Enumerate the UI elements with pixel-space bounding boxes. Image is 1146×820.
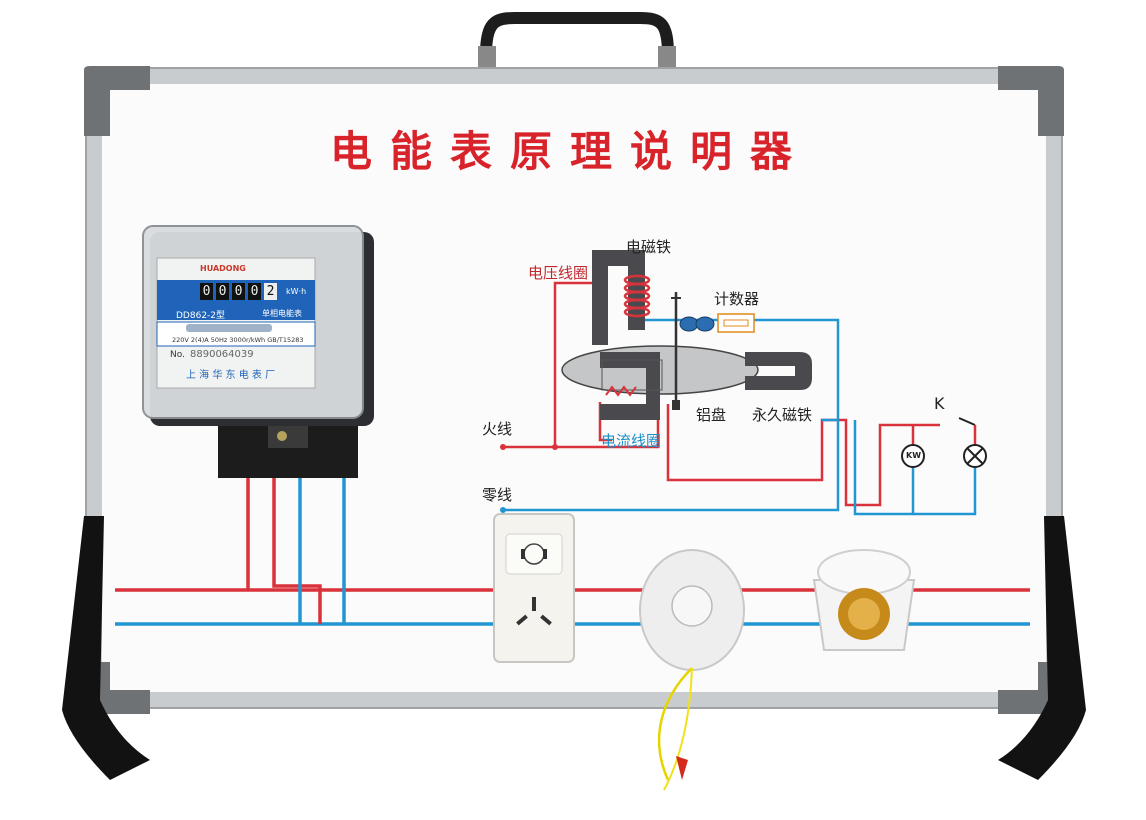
lamp-holder-shape bbox=[812, 549, 916, 651]
meter-digit: 2 bbox=[264, 283, 277, 300]
schematic-wires bbox=[500, 281, 977, 516]
label-electromagnet: 电磁铁 bbox=[626, 238, 672, 256]
pull-switch-shape bbox=[639, 549, 745, 791]
label-current-coil: 电流线圈 bbox=[601, 432, 662, 450]
meter-digit: 0 bbox=[232, 283, 245, 300]
carry-handle bbox=[478, 12, 676, 72]
board-title: 电能表原理说明器 bbox=[329, 127, 810, 176]
electromagnet-core bbox=[592, 250, 651, 345]
meter-model: DD862-2型 bbox=[176, 311, 226, 321]
lamp-symbol bbox=[963, 444, 987, 468]
meter-digit: 0 bbox=[200, 283, 213, 300]
label-switch-k: K bbox=[934, 394, 945, 413]
label-permanent-magnet: 永久磁铁 bbox=[752, 406, 813, 424]
electricity-meter bbox=[142, 225, 374, 478]
meter-manufacturer: 上 海 华 东 电 表 厂 bbox=[186, 370, 276, 381]
meter-unit: kW·h bbox=[286, 287, 307, 296]
meter-digit: 0 bbox=[248, 283, 261, 300]
label-aluminum-disk: 铝盘 bbox=[696, 406, 727, 424]
label-voltage-coil: 电压线圈 bbox=[528, 264, 589, 282]
meter-serial-label: No. bbox=[170, 350, 185, 360]
counter-gears bbox=[679, 313, 755, 333]
current-coil-core bbox=[600, 352, 663, 420]
disk-spindle bbox=[671, 292, 681, 410]
label-counter: 计数器 bbox=[714, 290, 760, 308]
meter-brand: HUADONG bbox=[200, 264, 246, 273]
meter-type: 单相电能表 bbox=[262, 309, 302, 318]
socket-outlet-shape bbox=[493, 513, 575, 663]
label-neutral-wire: 零线 bbox=[482, 486, 513, 504]
permanent-magnet-shape bbox=[745, 352, 812, 390]
meter-serial: 8890064039 bbox=[190, 349, 254, 360]
kw-symbol-label: KW bbox=[906, 451, 922, 460]
label-live-wire: 火线 bbox=[482, 420, 513, 438]
kw-symbol-shape bbox=[901, 444, 925, 468]
meter-rating: 220V 2(4)A 50Hz 3000r/kWh GB/T15283 bbox=[172, 336, 304, 344]
stand-legs bbox=[62, 516, 1086, 780]
meter-digit: 0 bbox=[216, 283, 229, 300]
